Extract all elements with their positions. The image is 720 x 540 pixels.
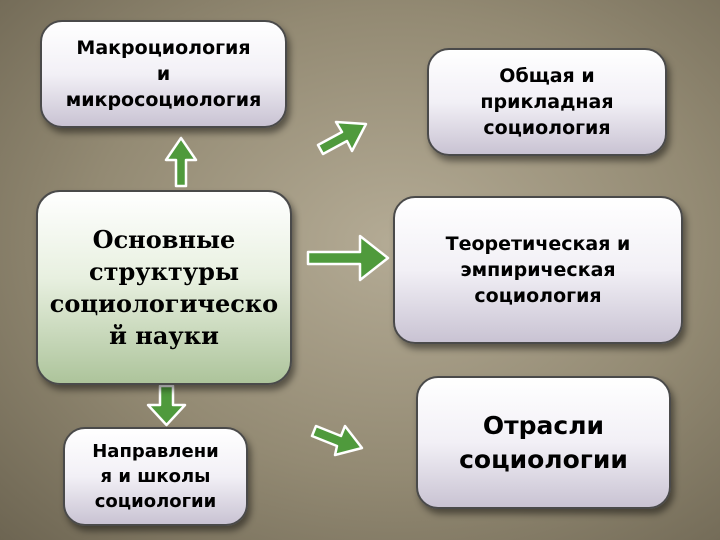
node-theoretical-empirical-label: Теоретическая и эмпирическая социология	[445, 233, 631, 307]
node-schools-label: Направлени я и школы социологии	[92, 441, 219, 512]
central-node: Основные структуры социологическо й наук…	[36, 190, 292, 385]
node-schools: Направлени я и школы социологии	[63, 427, 248, 526]
arrow-diagonal-up	[316, 120, 368, 156]
node-branches: Отрасли социологии	[416, 376, 671, 509]
node-theoretical-empirical: Теоретическая и эмпирическая социология	[393, 196, 683, 344]
arrow-down	[146, 384, 187, 427]
node-general-applied-label: Общая и прикладная социология	[480, 65, 614, 139]
node-macro-micro: Макроциология и микросоциология	[40, 20, 287, 128]
node-macro-micro-label: Макроциология и микросоциология	[65, 37, 262, 111]
arrow-up	[164, 136, 198, 188]
arrow-right	[306, 234, 390, 282]
node-branches-label: Отрасли социологии	[459, 410, 628, 474]
node-general-applied: Общая и прикладная социология	[427, 48, 667, 156]
arrow-diagonal-down	[310, 424, 364, 457]
central-node-label: Основные структуры социологическо й наук…	[49, 224, 279, 350]
